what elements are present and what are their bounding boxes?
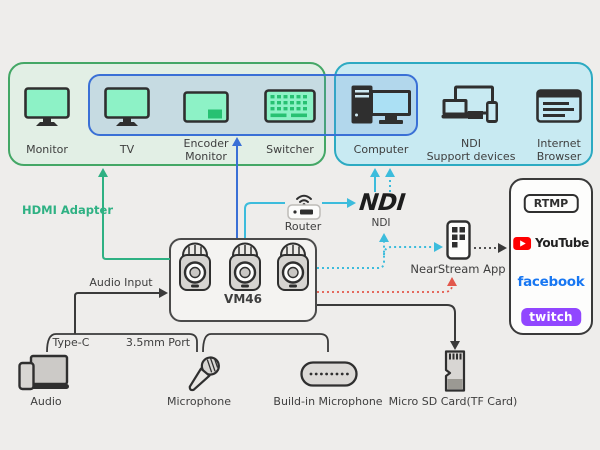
router-label: Router [284,220,322,233]
rtmp-badge: RTMP [523,194,579,213]
microphone-label: Microphone [166,395,232,408]
nearstream-app-label: NearStream App [410,262,506,276]
microphone-icon [180,354,224,398]
tv-icon [104,87,150,127]
nearstream-app-icon [446,220,471,260]
youtube-play-icon [513,236,532,250]
builtin-microphone-label: Build-in Microphone [273,395,383,408]
audio-devices-icon [18,354,70,396]
builtin-microphone-icon [300,361,358,387]
encoder-monitor-label: Encoder Monitor [183,137,229,163]
computer-icon [350,84,412,128]
twitch-logo: twitch [521,308,581,326]
streaming-destinations-box: RTMP YouTube facebook twitch [509,178,593,335]
youtube-text: YouTube [535,236,589,250]
vm46-knob-icon [178,242,212,292]
vm46-label: VM46 [224,292,262,306]
ndi-label: NDI [371,217,391,229]
ndi-support-devices-label: NDI Support devices [426,137,516,163]
internet-browser-label: Internet Browser [536,137,582,163]
micro-sd-card-icon [441,350,469,392]
monitor-label: Monitor [26,143,68,156]
switcher-label: Switcher [266,143,314,156]
vm46-knob-icon [228,242,262,292]
micro-sd-card-label: Micro SD Card(TF Card) [388,395,518,408]
audio-input-label: Audio Input [89,276,153,289]
youtube-logo: YouTube [513,236,589,250]
facebook-logo: facebook [517,274,585,290]
encoder-monitor-icon [183,91,229,123]
ndi-support-devices-icon [441,84,501,128]
tv-label: TV [119,143,135,156]
audio-label: Audio [30,395,62,408]
switcher-icon [264,89,316,123]
vm46-knob-icon [276,242,310,292]
35mm-port-label: 3.5mm Port [125,336,191,349]
router-icon [286,191,322,221]
internet-browser-icon [536,89,582,123]
ndi-logo: NDI [357,190,407,216]
monitor-icon [24,87,70,127]
hdmi-adapter-label: HDMI Adapter [22,203,113,217]
computer-label: Computer [353,143,409,156]
type-c-label: Type-C [52,336,90,349]
